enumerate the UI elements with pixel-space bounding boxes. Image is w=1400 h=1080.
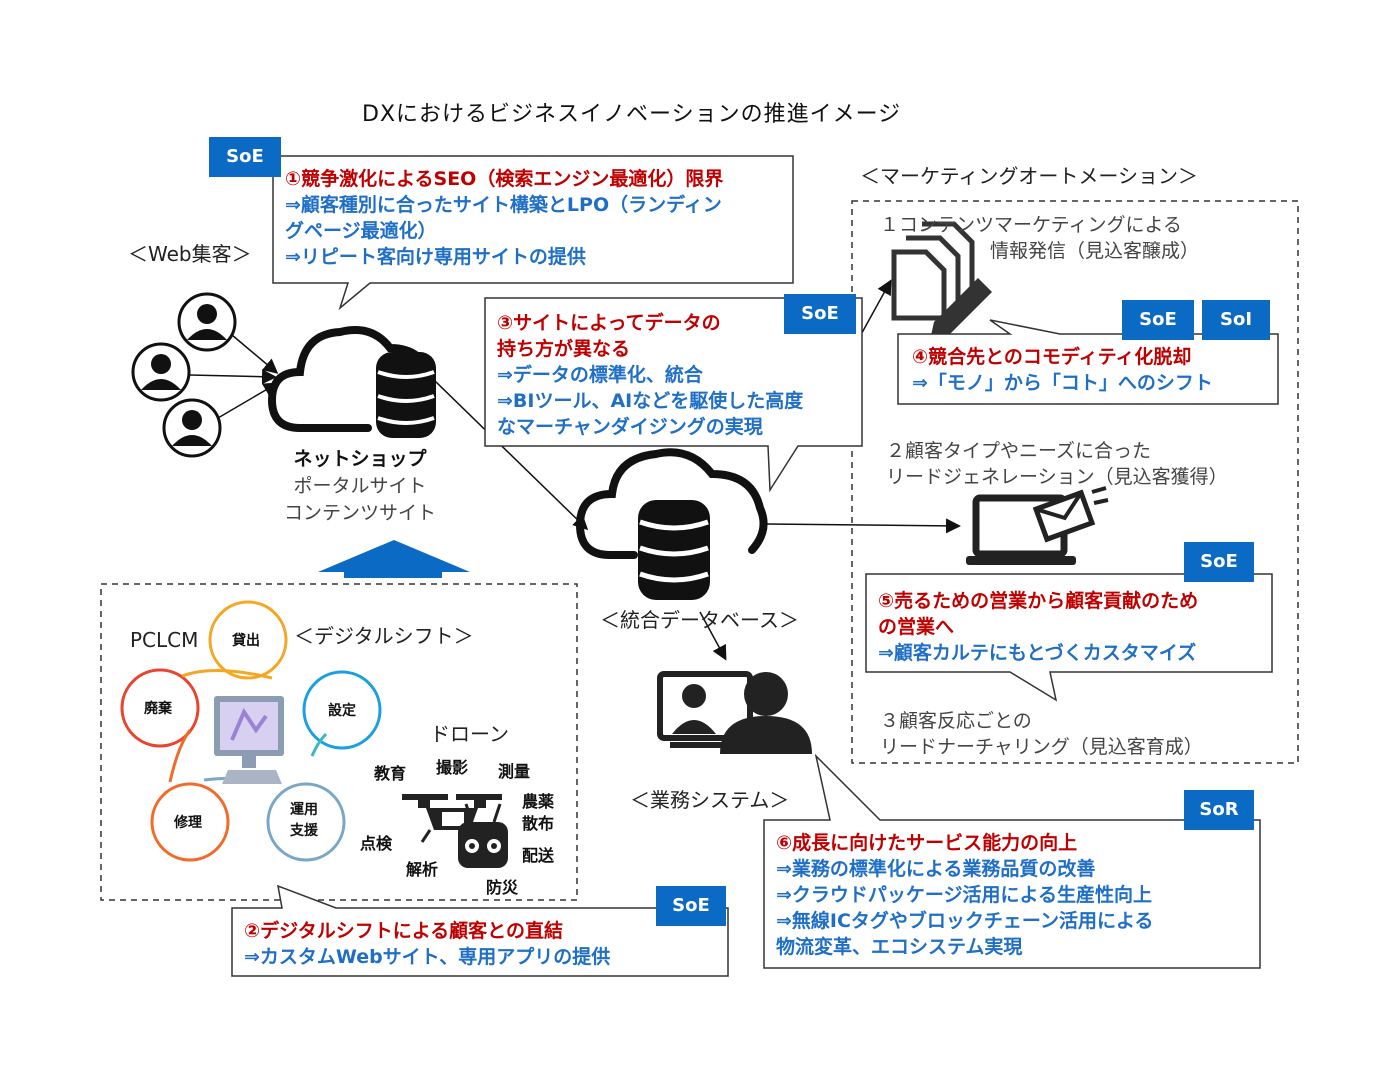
sor-tag: SoR	[1184, 790, 1254, 830]
soi-tag: SoI	[1202, 300, 1270, 340]
laptop-mail-icon	[966, 486, 1109, 565]
callout-4-line: ⇒「モノ」から「コト」へのシフト	[912, 372, 1213, 394]
drone-use: 測量	[498, 762, 531, 781]
soe-tag: SoE	[656, 886, 726, 926]
net-shop-line: ネットショップ	[293, 448, 427, 470]
pclcm-stage-operation-line: 運用	[290, 802, 318, 818]
callout-1-line: ⇒顧客種別に合ったサイト構築とLPO（ランディン	[285, 194, 722, 216]
callout-5-box	[865, 573, 1273, 702]
business-system-label: ＜業務システム＞	[630, 788, 790, 812]
callout-3-line: ⇒データの標準化、統合	[497, 364, 703, 386]
callout-2-title: ②デジタルシフトによる顧客との直結	[244, 920, 563, 942]
document-edit-icon	[891, 221, 992, 340]
marketing-automation-heading: ＜マーケティングオートメーション＞	[860, 164, 1198, 188]
soe-tag: SoE	[209, 137, 281, 177]
callout-4-title: ④競合先とのコモディティ化脱却	[912, 346, 1192, 368]
ma-step-2-detail: リードジェネレーション（見込客獲得）	[886, 466, 1228, 488]
ma-step-3-detail: リードナーチャリング（見込客育成）	[880, 736, 1203, 758]
callout-6-line: 物流変革、エコシステム実現	[776, 936, 1023, 958]
integrated-database-label: ＜統合データベース＞	[600, 608, 799, 632]
net-shop-label: ネットショップ ポータルサイト コンテンツサイト	[270, 444, 450, 525]
callout-3-line: ⇒BIツール、AIなどを駆使した高度	[497, 390, 804, 412]
callout-3-box	[484, 297, 863, 493]
drone-use: 配送	[522, 846, 555, 865]
callout-2: ②デジタルシフトによる顧客との直結 ⇒カスタムWebサイト、専用アプリの提供	[244, 918, 610, 970]
callout-6-box	[763, 753, 1261, 969]
drone-use: 散布	[522, 814, 555, 833]
drone-use: 防災	[486, 878, 519, 897]
callout-3-title: 持ち方が異なる	[497, 338, 631, 360]
net-shop-line: ポータルサイト	[293, 475, 427, 497]
user-icon	[162, 398, 222, 458]
diagram-title: DXにおけるビジネスイノベーションの推進イメージ	[362, 102, 902, 127]
callout-1-line: ⇒リピート客向け専用サイトの提供	[285, 246, 586, 268]
user-icon	[177, 292, 237, 352]
callout-1: ①競争激化によるSEO（検索エンジン最適化）限界 ⇒顧客種別に合ったサイト構築と…	[285, 166, 723, 270]
pclcm-cycle	[120, 600, 382, 862]
callout-6-title: ⑥成長に向けたサービス能力の向上	[776, 832, 1078, 854]
pclcm-stage-operation: 運用 支援	[290, 800, 318, 842]
soe-tag: SoE	[1122, 300, 1194, 340]
ma-step-1-detail: 情報発信（見込客醸成）	[990, 240, 1200, 262]
drone-use: 農薬	[522, 792, 555, 811]
digital-shift-heading: ＜デジタルシフト＞	[294, 624, 474, 648]
pclcm-stage-setup: 設定	[328, 703, 356, 719]
callout-1-line: グページ最適化）	[285, 220, 437, 242]
web-marketing-heading: ＜Web集客＞	[128, 242, 252, 266]
callout-5-title: ⑤売るための営業から顧客貢献のため	[878, 590, 1199, 612]
ma-step-2: ２顧客タイプやニーズに合った	[886, 440, 1152, 462]
controller-icon	[458, 803, 508, 868]
callout-3: ③サイトによってデータの 持ち方が異なる ⇒データの標準化、統合 ⇒BIツール、…	[497, 310, 803, 440]
video-meeting-icon	[657, 671, 812, 754]
callout-6-line: ⇒クラウドパッケージ活用による生産性向上	[776, 884, 1152, 906]
pclcm-stage-repair: 修理	[174, 815, 202, 831]
callout-2-box	[231, 884, 729, 977]
callout-5: ⑤売るための営業から顧客貢献のため の営業へ ⇒顧客カルテにもとづくカスタマイズ	[878, 588, 1198, 666]
callout-3-line: なマーチャンダイジングの実現	[497, 416, 763, 438]
callout-3-title: ③サイトによってデータの	[497, 312, 721, 334]
user-icon	[131, 342, 191, 402]
callout-2-line: ⇒カスタムWebサイト、専用アプリの提供	[244, 946, 611, 968]
callout-1-title: ①競争激化によるSEO（検索エンジン最適化）限界	[285, 168, 724, 190]
soe-tag: SoE	[1184, 542, 1254, 582]
callout-5-title: の営業へ	[878, 616, 955, 638]
drone-use: 解析	[406, 860, 439, 879]
callout-5-line: ⇒顧客カルテにもとづくカスタマイズ	[878, 642, 1197, 664]
pclcm-stage-operation-line: 支援	[290, 823, 318, 839]
drone-use: 教育	[374, 764, 407, 783]
soe-tag: SoE	[784, 294, 856, 334]
marketing-automation-frame	[851, 200, 1299, 764]
callout-1-box	[272, 155, 794, 311]
pclcm-stage-lend: 貸出	[232, 633, 260, 649]
cloud-database-icon	[267, 326, 436, 438]
pclcm-stage-dispose: 廃棄	[144, 701, 172, 717]
net-shop-line: コンテンツサイト	[283, 502, 436, 524]
callout-6-line: ⇒業務の標準化による業務品質の改善	[776, 858, 1096, 880]
cloud-database-icon	[575, 448, 768, 600]
callout-6: ⑥成長に向けたサービス能力の向上 ⇒業務の標準化による業務品質の改善 ⇒クラウド…	[776, 830, 1153, 960]
drone-label: ドローン	[430, 722, 509, 746]
pc-icon	[214, 696, 284, 784]
ma-step-3: ３顧客反応ごとの	[880, 710, 1032, 732]
ma-step-1: １コンテンツマーケティングによる	[880, 214, 1182, 236]
pclcm-label: PCLCM	[130, 628, 199, 652]
drone-use: 撮影	[436, 758, 469, 777]
drone-use: 点検	[360, 834, 393, 853]
callout-4: ④競合先とのコモディティ化脱却 ⇒「モノ」から「コト」へのシフト	[912, 344, 1213, 396]
digital-shift-arrow	[318, 540, 470, 578]
callout-6-line: ⇒無線ICタグやブロックチェーン活用による	[776, 910, 1154, 932]
